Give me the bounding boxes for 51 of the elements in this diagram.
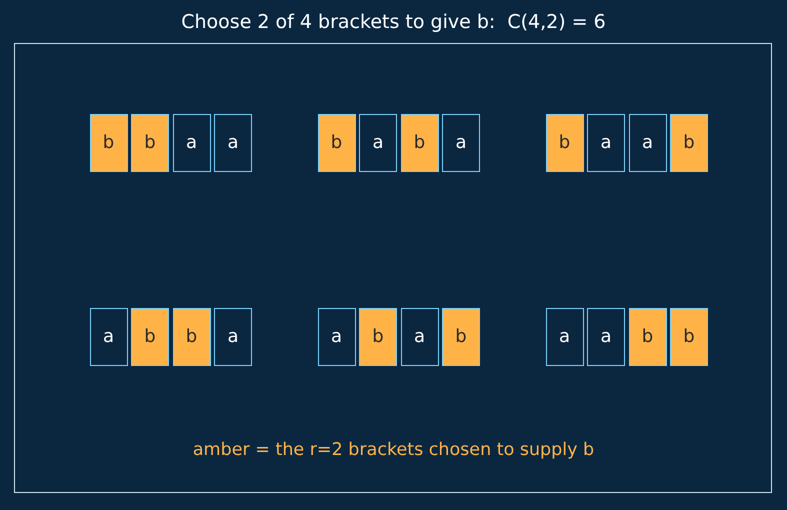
bracket-cell — [670, 308, 708, 366]
cell-letter: b — [455, 326, 467, 347]
cell-letter: b — [144, 326, 156, 347]
bracket-cell — [400, 114, 438, 172]
bracket-cell — [214, 308, 252, 366]
cell-letter: b — [683, 132, 695, 153]
bracket-cell — [587, 114, 625, 172]
bracket-cell — [131, 308, 169, 366]
bracket-cell — [628, 308, 666, 366]
cell-letter: b — [414, 132, 426, 153]
bracket-cell — [546, 114, 584, 172]
cell-letter: a — [455, 132, 467, 153]
cell-letter: a — [414, 326, 426, 347]
title: Choose 2 of 4 brackets to give b: C(4,2) = 6 — [181, 11, 606, 33]
bracket-cell — [90, 308, 128, 366]
cell-letter: b — [144, 132, 156, 153]
cell-letter: a — [372, 132, 384, 153]
bracket-cell — [318, 114, 356, 172]
cell-letter: a — [186, 132, 198, 153]
bracket-cell — [318, 308, 356, 366]
cell-letter: b — [683, 326, 695, 347]
bracket-cell — [442, 308, 480, 366]
bracket-cell — [172, 308, 210, 366]
bracket-cell — [214, 114, 252, 172]
bracket-cell — [400, 308, 438, 366]
bracket-cell — [670, 114, 708, 172]
bracket-cell — [172, 114, 210, 172]
bracket-cell — [359, 308, 397, 366]
bracket-cell — [546, 308, 584, 366]
cell-letter: b — [102, 132, 114, 153]
cell-letter: a — [558, 326, 570, 347]
cell-letter: b — [372, 326, 384, 347]
cell-letter: b — [642, 326, 654, 347]
cell-letter: a — [642, 132, 654, 153]
cell-letter: a — [600, 132, 612, 153]
cell-letter: a — [330, 326, 342, 347]
cell-letter: a — [227, 326, 239, 347]
bracket-cell — [442, 114, 480, 172]
cell-letter: a — [227, 132, 239, 153]
bracket-cell — [359, 114, 397, 172]
bracket-cell — [628, 114, 666, 172]
bracket-cell — [131, 114, 169, 172]
cell-letter: b — [558, 132, 570, 153]
legend-note: amber = the r=2 brackets chosen to supply b — [192, 440, 594, 460]
cell-letter: b — [330, 132, 342, 153]
bracket-cell — [90, 114, 128, 172]
bracket-cell — [587, 308, 625, 366]
cell-letter: a — [102, 326, 114, 347]
cell-letter: b — [186, 326, 198, 347]
cell-letter: a — [600, 326, 612, 347]
frame-box — [14, 43, 772, 493]
